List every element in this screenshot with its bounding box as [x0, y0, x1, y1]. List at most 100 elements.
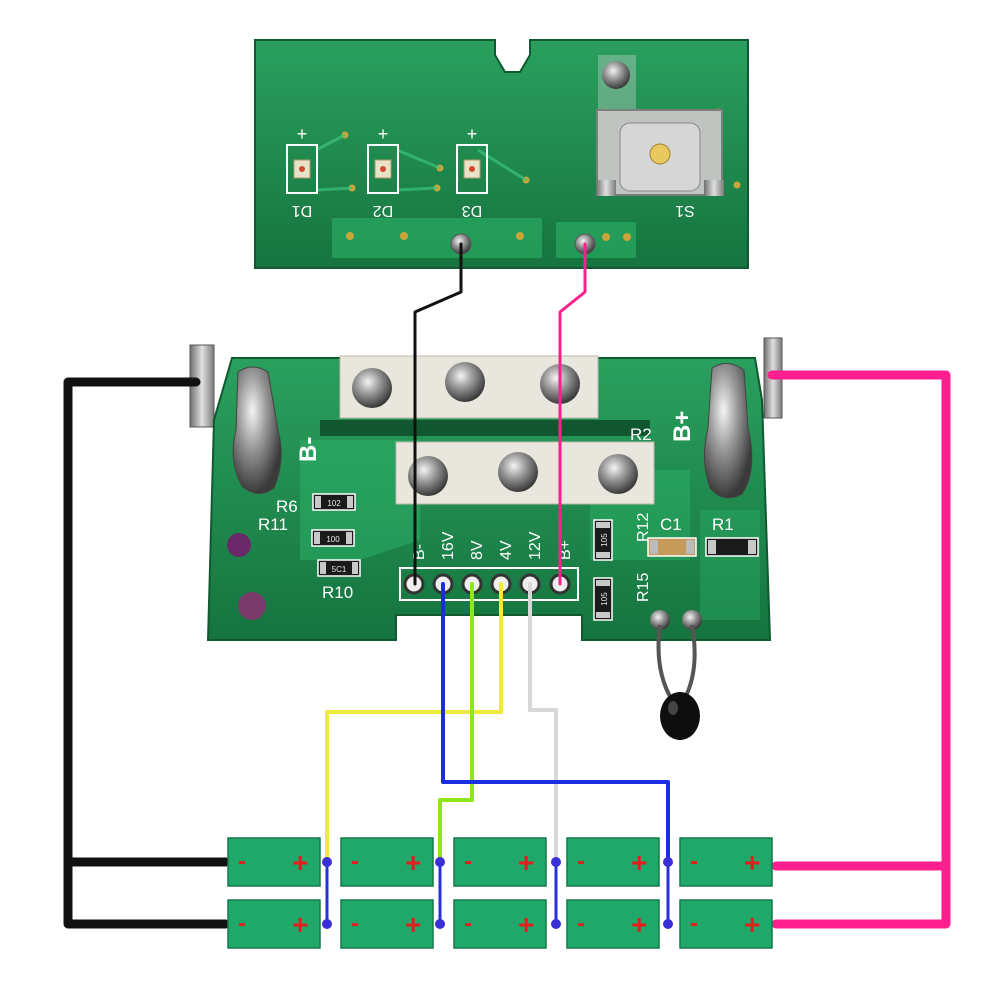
- cell-plus-label: +: [405, 847, 421, 878]
- label-r11: R11: [258, 515, 288, 534]
- battery-cell: -+: [566, 899, 660, 949]
- battery-cell: -+: [566, 837, 660, 887]
- cell-minus-label: -: [690, 848, 698, 875]
- led-board-traces: [315, 133, 527, 192]
- wire-blue-16v: [441, 582, 670, 864]
- cell-link-nodes: [322, 857, 673, 929]
- pad-label-b-minus: B-: [295, 437, 322, 462]
- bms-board: B- B+ 102 100 5C1 R6 R11 R10 105: [189, 337, 783, 740]
- battery-cell-body: [679, 899, 773, 949]
- pad-b-minus: [232, 366, 282, 494]
- chip-code: 102: [327, 499, 341, 508]
- connector-label-4v: 4V: [498, 540, 515, 560]
- chip-code: 5C1: [332, 565, 347, 574]
- test-pad: [238, 592, 266, 620]
- resistor-r6: 102: [312, 493, 356, 511]
- cell-minus-label: -: [238, 910, 246, 937]
- cell-plus-label: +: [518, 847, 534, 878]
- cell-minus-label: -: [464, 910, 472, 937]
- test-pad: [227, 533, 251, 557]
- cell-plus-label: +: [405, 909, 421, 940]
- push-switch-s1: S1: [596, 55, 724, 219]
- cell-plus-label: +: [518, 909, 534, 940]
- resistor-r10: 5C1: [317, 559, 361, 577]
- cell-minus-label: -: [351, 848, 359, 875]
- wire-main-pink: [767, 370, 951, 929]
- chip-code: 105: [600, 533, 609, 547]
- led-label-d1: D1: [292, 202, 313, 219]
- cell-plus-label: +: [631, 909, 647, 940]
- battery-cell-body: [340, 899, 434, 949]
- connector-label-12v: 12V: [527, 531, 544, 560]
- label-c1: C1: [660, 515, 682, 534]
- battery-cell-body: [227, 899, 321, 949]
- cell-links: [325, 862, 670, 924]
- label-r12: R12: [635, 513, 652, 542]
- copper-zone: [556, 222, 636, 258]
- resistor-r11: 100: [311, 529, 355, 547]
- wire-white-12v: [528, 582, 558, 864]
- wire-main-black: [63, 377, 231, 929]
- pad-b-plus: [704, 363, 753, 499]
- label-r2: R2: [630, 425, 652, 444]
- led-polarity-label: +: [467, 124, 478, 144]
- led-board: + D1 + D2 + D3 S1: [254, 39, 749, 269]
- balance-connector-outline: [399, 567, 579, 601]
- battery-cell: -+: [453, 837, 547, 887]
- thermistor: [650, 610, 702, 740]
- led-label-d3: D3: [462, 202, 483, 219]
- battery-cell-body: [340, 837, 434, 887]
- wire-led-black: [413, 242, 463, 586]
- cell-minus-label: -: [577, 910, 585, 937]
- wires: [63, 242, 951, 929]
- battery-cell-body: [227, 837, 321, 887]
- cell-minus-label: -: [577, 848, 585, 875]
- cell-minus-label: -: [690, 910, 698, 937]
- cell-minus-label: -: [464, 848, 472, 875]
- resistor-r12: 105: [593, 519, 613, 561]
- cell-plus-label: +: [744, 847, 760, 878]
- cell-minus-label: -: [238, 848, 246, 875]
- led-label-d2: D2: [373, 202, 394, 219]
- cell-plus-label: +: [631, 847, 647, 878]
- battery-cell-body: [566, 899, 660, 949]
- connector-label-8v: 8V: [469, 540, 486, 560]
- chip-code: 100: [326, 535, 340, 544]
- label-r10: R10: [322, 583, 353, 602]
- label-r1: R1: [712, 515, 734, 534]
- switch-label-s1: S1: [675, 202, 695, 219]
- copper-zone: [700, 510, 760, 620]
- led-d3: + D3: [456, 124, 488, 219]
- cell-plus-label: +: [292, 909, 308, 940]
- led-d2: + D2: [367, 124, 399, 219]
- battery-cell: -+: [340, 837, 434, 887]
- battery-cell: -+: [340, 899, 434, 949]
- battery-cell: -+: [679, 837, 773, 887]
- label-r6: R6: [276, 497, 298, 516]
- battery-cell: -+: [227, 837, 321, 887]
- battery-cells: -+-+-+-+-+-+-+-+-+-+: [227, 837, 773, 949]
- label-r15: R15: [635, 573, 652, 602]
- battery-cell-body: [453, 899, 547, 949]
- capacitor-c1: [647, 537, 697, 557]
- pad-label-b-plus: B+: [669, 411, 696, 442]
- cell-plus-label: +: [744, 909, 760, 940]
- wire-green-8v: [438, 582, 474, 864]
- battery-cell: -+: [453, 899, 547, 949]
- battery-cell-body: [679, 837, 773, 887]
- cell-plus-label: +: [292, 847, 308, 878]
- board-slot: [320, 420, 650, 436]
- led-polarity-label: +: [297, 124, 308, 144]
- balance-connector-labels: B- 16V 8V 4V 12V B+: [411, 531, 574, 560]
- led-polarity-label: +: [378, 124, 389, 144]
- wire-yellow-4v: [325, 582, 503, 864]
- resistor-r15: 105: [593, 577, 613, 621]
- battery-cell-body: [566, 837, 660, 887]
- battery-cell: -+: [227, 899, 321, 949]
- battery-cell: -+: [679, 899, 773, 949]
- battery-cell-body: [453, 837, 547, 887]
- resistor-r1: [705, 537, 759, 557]
- chip-code: 105: [600, 592, 609, 606]
- copper-zone: [332, 218, 542, 258]
